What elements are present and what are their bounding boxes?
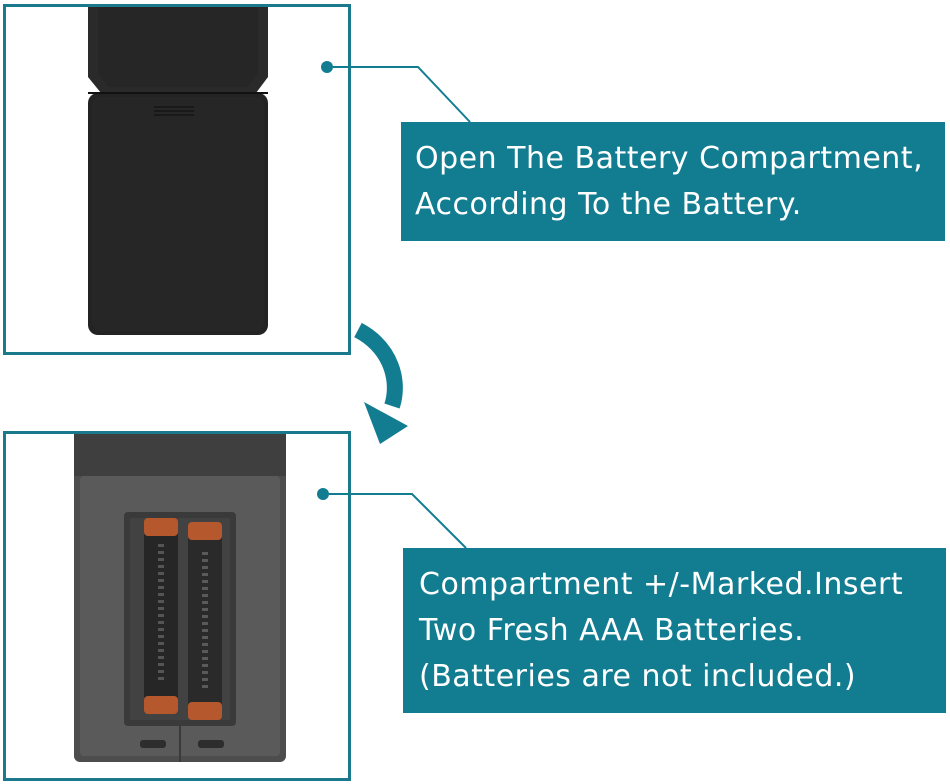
step-1-line-2: According To the Battery. <box>415 187 802 222</box>
callout-dot-top <box>321 61 333 73</box>
step-2-callout: Compartment +/-Marked.Insert Two Fresh A… <box>403 548 946 713</box>
callout-line-top <box>333 66 471 123</box>
step-2-line-2: Two Fresh AAA Batteries. <box>419 613 805 648</box>
step-2-line-3: (Batteries are not included.) <box>419 659 857 694</box>
remote-closed-illustration <box>88 7 268 335</box>
step-2-line-1: Compartment +/-Marked.Insert <box>419 567 904 602</box>
callout-dot-bottom <box>317 488 329 500</box>
battery-compartment-illustration <box>74 434 286 762</box>
callout-line-bottom <box>329 493 467 549</box>
step-1-callout: Open The Battery Compartment, According … <box>401 122 945 241</box>
step-1-line-1: Open The Battery Compartment, <box>415 141 924 176</box>
curved-arrow-down-icon <box>353 322 408 444</box>
remote-closed-image <box>3 4 351 355</box>
remote-open-image <box>3 431 351 781</box>
